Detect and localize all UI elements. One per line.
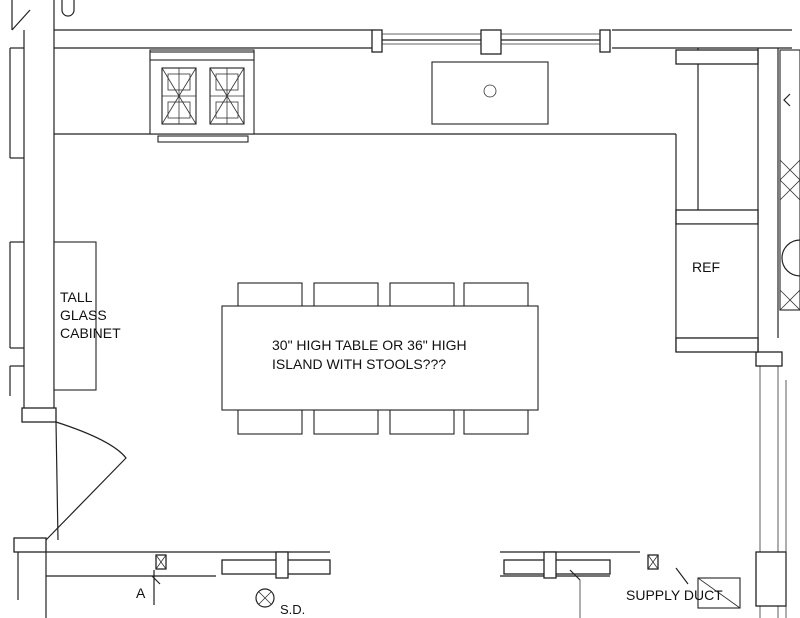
refrigerator: REF: [675, 223, 759, 353]
burner-grate-left: [161, 67, 197, 125]
island-table: 30" HIGH TABLE OR 36" HIGH ISLAND WITH S…: [221, 282, 539, 435]
door-swing: [45, 421, 127, 541]
smoke-detector: S.D.: [255, 588, 305, 617]
island-note: 30" HIGH TABLE OR 36" HIGH ISLAND WITH S…: [272, 337, 470, 372]
stool-bottom-3: [389, 409, 455, 435]
section-marker-label: A: [136, 585, 146, 601]
stool-top-2: [313, 282, 379, 308]
right-wall-cabinet: [779, 49, 800, 311]
stool-top-4: [463, 282, 529, 308]
island-top: [221, 305, 539, 411]
stool-bottom-4: [463, 409, 529, 435]
tall-glass-cabinet-label: TALL GLASS CABINET: [60, 289, 121, 341]
bottom-wall: [13, 537, 689, 618]
top-wall: [11, 0, 792, 49]
tall-pantry: [675, 49, 759, 225]
smoke-detector-label: S.D.: [280, 602, 305, 617]
corner-fixture: [61, 0, 75, 17]
refrigerator-label: REF: [692, 259, 720, 275]
smoke-detector-icon: [255, 588, 275, 608]
drain-icon: [483, 84, 497, 98]
stool-top-3: [389, 282, 455, 308]
supply-duct-label: SUPPLY DUCT: [626, 587, 723, 603]
stool-bottom-2: [313, 409, 379, 435]
tall-glass-cabinet: TALL GLASS CABINET: [53, 241, 121, 391]
left-wall: [9, 30, 57, 423]
top-window: [371, 29, 611, 55]
range-cooktop: [149, 49, 255, 143]
supply-duct: SUPPLY DUCT: [626, 577, 741, 609]
burner-grate-right: [209, 67, 245, 125]
sink: [431, 61, 549, 125]
stool-bottom-1: [237, 409, 303, 435]
section-marker: A: [136, 585, 146, 601]
stool-top-1: [237, 282, 303, 308]
